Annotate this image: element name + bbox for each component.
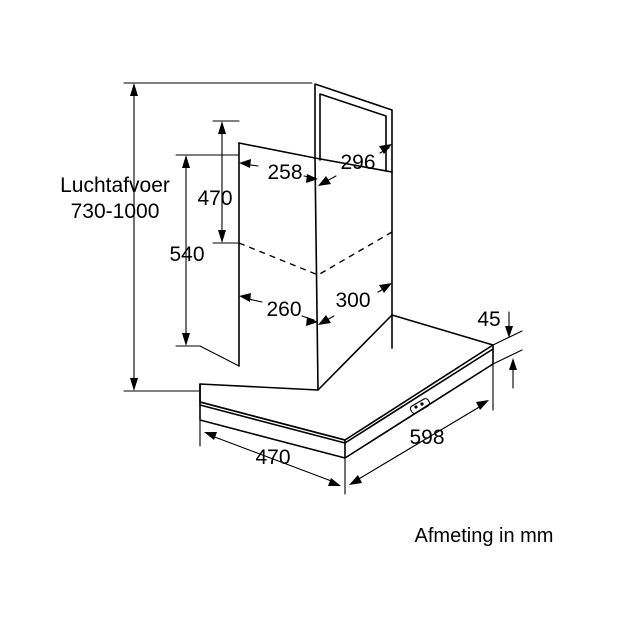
- canopy-depth-dimension: [199, 419, 346, 495]
- arrow-right-icon: [476, 400, 489, 410]
- canopy-front-lower-edge: [199, 404, 346, 444]
- arrow-left-icon: [318, 176, 331, 186]
- arrow-up-icon: [509, 358, 517, 370]
- arrow-down-icon: [218, 230, 226, 243]
- canopy-front-face: [199, 383, 346, 459]
- arrow-down-icon: [505, 326, 513, 338]
- arrow-up-icon: [130, 83, 138, 96]
- chimney-bottom-depth-dimension: [318, 283, 392, 325]
- arrow-right-icon: [379, 283, 392, 293]
- chimney-height-label: 540: [169, 243, 204, 266]
- control-knob-icon: [420, 402, 424, 406]
- chimney-top-height-dimension: [212, 120, 240, 244]
- chimney-bottom-width-label: 260: [266, 298, 301, 321]
- chimney-upper-back-edges: [314, 83, 393, 173]
- arrow-left-icon: [239, 293, 251, 302]
- arrow-right-icon: [306, 174, 318, 183]
- chimney-top-height-label: 470: [197, 187, 232, 210]
- chimney-front-corner-edge: [314, 157, 319, 391]
- air-outlet-range-label: 730-1000: [71, 200, 160, 223]
- chimney-top-width-label: 258: [267, 161, 302, 184]
- canopy-width-label: 598: [409, 426, 444, 449]
- canopy-right-lower-edge: [344, 348, 494, 444]
- arrow-right-icon: [306, 317, 318, 326]
- air-outlet-label: Luchtafvoer: [60, 174, 170, 197]
- range-hood: [199, 83, 494, 459]
- chimney-top-depth-dimension: [318, 144, 392, 186]
- arrow-left-icon: [239, 159, 251, 168]
- chimney-bottom-width-dimension: [239, 293, 318, 326]
- chimney-height-dimension: [175, 154, 240, 367]
- canopy-thickness-label: 45: [477, 308, 500, 331]
- arrow-left-icon: [204, 432, 217, 440]
- arrow-right-icon: [328, 478, 341, 486]
- control-panel-display: [409, 398, 431, 414]
- chimney-top-depth-label: 296: [340, 151, 375, 174]
- units-caption: Afmeting in mm: [415, 525, 554, 547]
- chimney-upper-inner-edge: [319, 93, 387, 171]
- arrow-left-icon: [349, 475, 362, 485]
- arrow-up-icon: [218, 121, 226, 134]
- control-knob-icon: [414, 405, 418, 409]
- chimney-top-width-dimension: [239, 159, 318, 183]
- arrow-down-icon: [182, 333, 190, 346]
- arrow-down-icon: [130, 378, 138, 391]
- chimney-bottom-depth-label: 300: [335, 289, 370, 312]
- canopy-width-dimension: [349, 363, 494, 485]
- arrow-up-icon: [182, 155, 190, 168]
- control-panel: [409, 398, 431, 414]
- canopy-thickness-dimension: [492, 311, 523, 389]
- air-outlet-height-dimension: [123, 82, 313, 392]
- arrow-left-icon: [318, 315, 331, 325]
- arrow-right-icon: [379, 144, 392, 154]
- canopy-depth-label: 470: [255, 446, 290, 469]
